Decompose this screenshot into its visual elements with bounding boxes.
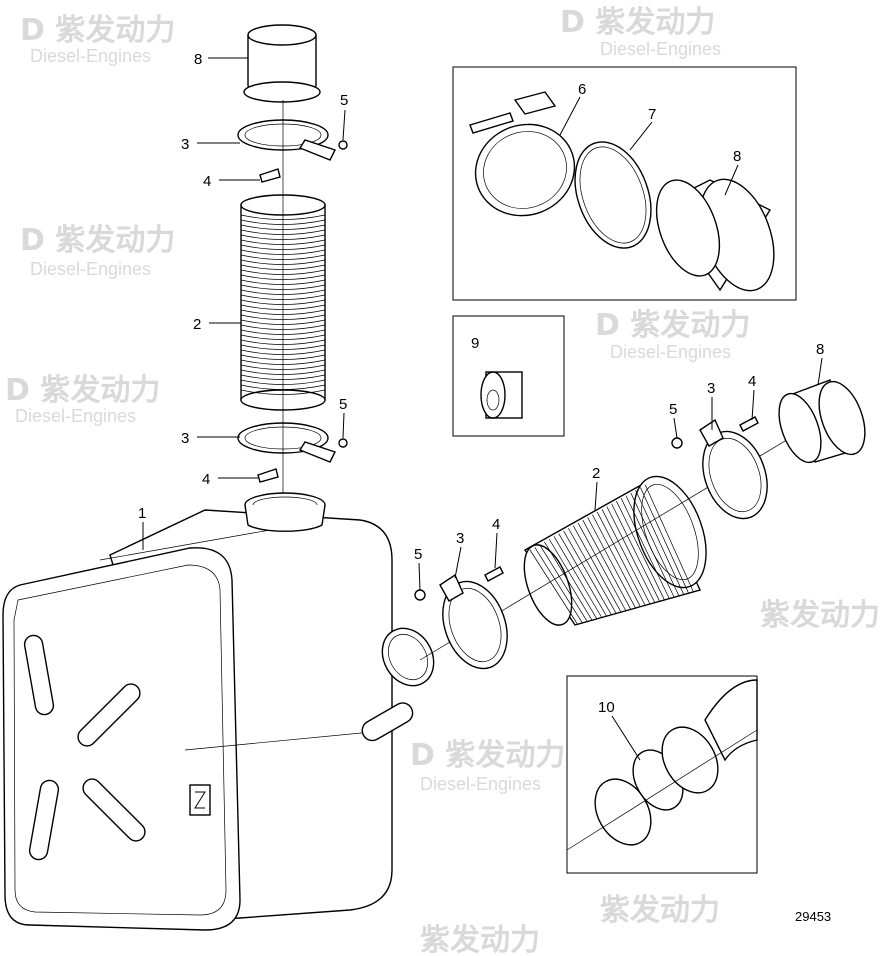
svg-text:Diesel-Engines: Diesel-Engines bbox=[420, 774, 541, 794]
svg-text:D 紫发动力: D 紫发动力 bbox=[410, 738, 565, 773]
callout-2-vertical: 2 bbox=[193, 316, 201, 333]
pipe-rib bbox=[625, 495, 675, 598]
callout-4-top: 4 bbox=[203, 173, 211, 190]
pipe-rib bbox=[611, 503, 660, 602]
svg-text:Diesel-Engines: Diesel-Engines bbox=[600, 39, 721, 59]
svg-text:Diesel-Engines: Diesel-Engines bbox=[30, 46, 151, 66]
pipe-rib bbox=[572, 525, 622, 613]
callout-10-box: 10 bbox=[598, 699, 615, 716]
pipe-rib bbox=[582, 519, 632, 610]
pipe-rib bbox=[630, 492, 680, 596]
pipe-rib bbox=[553, 536, 603, 619]
mid-clamp-part bbox=[414, 566, 508, 670]
svg-text:Diesel-Engines: Diesel-Engines bbox=[15, 406, 136, 426]
svg-text:紫发动力: 紫发动力 bbox=[760, 598, 880, 633]
callout-5-lower: 5 bbox=[339, 396, 347, 413]
lower-clamp-part bbox=[237, 422, 348, 483]
callout-8-right: 8 bbox=[816, 341, 824, 358]
detail-box-gasket bbox=[566, 675, 758, 874]
callout-4-right: 4 bbox=[748, 373, 756, 390]
horizontal-flex-pipe-part bbox=[523, 475, 707, 626]
pipe-rib bbox=[587, 517, 636, 609]
callout-7-box: 7 bbox=[648, 106, 656, 123]
callout-4-lower: 4 bbox=[202, 471, 210, 488]
pipe-rib bbox=[601, 509, 651, 605]
right-clamp-part bbox=[671, 416, 768, 520]
callout-4-mid: 4 bbox=[492, 516, 500, 533]
callout-3-top: 3 bbox=[181, 136, 189, 153]
diagram-number: 29453 bbox=[795, 909, 831, 924]
svg-text:D 紫发动力: D 紫发动力 bbox=[20, 223, 175, 258]
pipe-rib bbox=[534, 547, 584, 624]
pipe-rib bbox=[544, 541, 593, 621]
pipe-rib bbox=[644, 484, 694, 592]
top-clamp-part bbox=[237, 119, 348, 183]
svg-text:Diesel-Engines: Diesel-Engines bbox=[610, 342, 731, 362]
detail-box-bushing bbox=[452, 315, 565, 437]
pipe-rib bbox=[596, 511, 646, 606]
callout-3-lower: 3 bbox=[181, 430, 189, 447]
callout-5-top: 5 bbox=[340, 92, 348, 109]
pipe-rib bbox=[529, 549, 579, 626]
pipe-rib bbox=[548, 538, 598, 620]
callout-labels: 8 5 3 4 2 5 3 4 1 6 7 8 9 8 3 4 5 2 3 4 … bbox=[138, 51, 831, 924]
svg-text:Diesel-Engines: Diesel-Engines bbox=[30, 259, 151, 279]
callout-9-box: 9 bbox=[471, 335, 479, 352]
callout-1-silencer: 1 bbox=[138, 505, 146, 522]
svg-text:紫发动力: 紫发动力 bbox=[420, 923, 540, 956]
pipe-rib bbox=[539, 544, 588, 623]
pipe-rib bbox=[606, 506, 656, 603]
pipe-rib bbox=[568, 528, 617, 614]
callout-5-mid: 5 bbox=[414, 546, 422, 563]
detail-box-clamp-ring-pipe bbox=[452, 66, 797, 301]
top-pipe-part bbox=[243, 24, 321, 103]
svg-text:D 紫发动力: D 紫发动力 bbox=[560, 5, 715, 40]
callout-3-right: 3 bbox=[707, 380, 715, 397]
svg-text:D 紫发动力: D 紫发动力 bbox=[595, 308, 750, 343]
pipe-rib bbox=[592, 514, 641, 607]
callout-5-right: 5 bbox=[669, 401, 677, 418]
pipe-rib bbox=[616, 500, 665, 600]
callout-8-top: 8 bbox=[194, 51, 202, 68]
svg-text:D 紫发动力: D 紫发动力 bbox=[20, 13, 175, 48]
leader-lines bbox=[142, 57, 823, 761]
pipe-rib bbox=[577, 522, 627, 612]
silencer-part bbox=[2, 492, 435, 931]
pipe-rib bbox=[635, 490, 684, 595]
pipe-rib bbox=[640, 487, 689, 593]
svg-text:紫发动力: 紫发动力 bbox=[600, 893, 720, 928]
right-pipe-part bbox=[778, 379, 866, 464]
callout-3-mid: 3 bbox=[456, 530, 464, 547]
svg-text:D 紫发动力: D 紫发动力 bbox=[5, 373, 160, 408]
pipe-rib bbox=[563, 530, 612, 616]
callout-6-box: 6 bbox=[578, 81, 586, 98]
pipe-rib bbox=[558, 533, 608, 617]
callout-2-horizontal: 2 bbox=[592, 465, 600, 482]
pipe-rib bbox=[620, 498, 670, 599]
callout-8-box: 8 bbox=[733, 148, 741, 165]
